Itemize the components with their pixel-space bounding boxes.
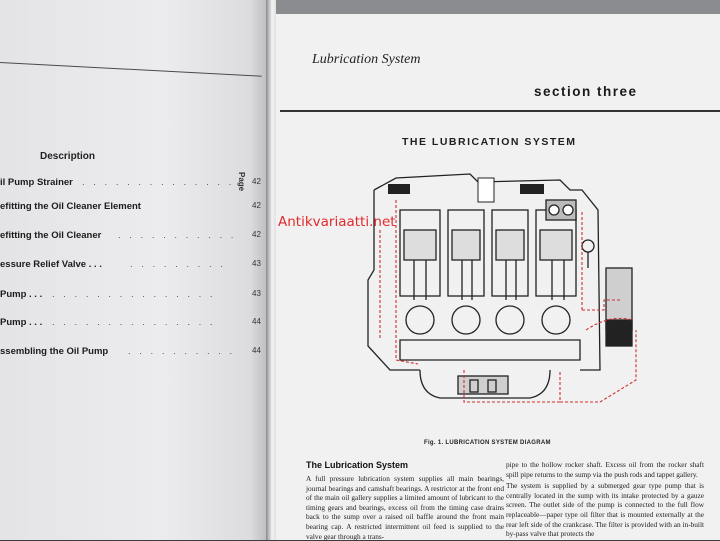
toc-page: 42: [252, 177, 261, 186]
book-gutter: [266, 0, 278, 540]
toc-page: 42: [252, 230, 261, 239]
toc-row: il Pump Strainer . . . . . . . . . . . .…: [0, 177, 265, 191]
toc-page: 43: [252, 289, 261, 298]
toc-leader: . . . . . . . . . . . .: [128, 346, 232, 357]
description-heading: Description: [40, 151, 96, 162]
toc-row: essure Relief Valve . . . . . . . . . . …: [0, 259, 265, 273]
top-page-edge: [276, 0, 720, 14]
toc-leader: . . . . . . . . . . . . . . . . . .: [82, 177, 232, 188]
toc-page: 44: [252, 317, 261, 326]
header-rule: [280, 110, 720, 112]
body-column-right: pipe to the hollow rocker shaft. Excess …: [506, 460, 704, 539]
toc-row: Pump . . . . . . . . . . . . . . . . . .…: [0, 317, 265, 331]
body-heading: The Lubrication System: [306, 460, 409, 470]
body-column-left: A full pressure lubrication system suppl…: [306, 474, 504, 541]
toc-leader: . . . . . . . . .: [130, 259, 226, 270]
toc-page: 42: [252, 201, 261, 210]
toc-row: ssembling the Oil Pump . . . . . . . . .…: [0, 346, 265, 360]
toc-row: efitting the Oil Cleaner Element 42: [0, 201, 265, 215]
toc-page: 43: [252, 259, 261, 268]
left-page: Description Page il Pump Strainer . . . …: [0, 0, 272, 540]
toc-title: ssembling the Oil Pump: [0, 346, 109, 357]
toc-row: efitting the Oil Cleaner . . . . . . . .…: [0, 230, 265, 244]
header-rule-left: [0, 62, 262, 77]
header-title: Lubrication System: [312, 52, 421, 67]
toc-title: efitting the Oil Cleaner Element: [0, 201, 141, 212]
lubrication-system-diagram: [367, 173, 637, 403]
body-paragraph: pipe to the hollow rocker shaft. Excess …: [506, 460, 704, 479]
toc-leader: . . . . . . . . . . . .: [118, 230, 234, 241]
right-page: Lubrication System section three THE LUB…: [276, 0, 720, 541]
body-paragraph: The system is supplied by a submerged ge…: [506, 481, 704, 539]
toc-row: Pump . . . . . . . . . . . . . . . . . .…: [0, 289, 265, 303]
body-paragraph: A full pressure lubrication system suppl…: [306, 474, 504, 541]
toc-leader: . . . . . . . . . . . . . . .: [52, 289, 216, 300]
toc-title: Pump . . .: [0, 317, 43, 328]
toc-page: 44: [252, 346, 261, 355]
toc-title: Pump . . .: [0, 289, 43, 300]
diagram-title: THE LUBRICATION SYSTEM: [402, 136, 577, 148]
watermark: Antikvariaatti.net: [278, 214, 396, 230]
figure-caption: Fig. 1. LUBRICATION SYSTEM DIAGRAM: [424, 440, 551, 446]
section-label: section three: [534, 84, 638, 99]
toc-title: il Pump Strainer: [0, 177, 73, 188]
toc-leader: . . . . . . . . . . . . . . .: [52, 317, 216, 328]
toc-title: essure Relief Valve . . .: [0, 259, 102, 270]
toc-title: efitting the Oil Cleaner: [0, 230, 102, 241]
